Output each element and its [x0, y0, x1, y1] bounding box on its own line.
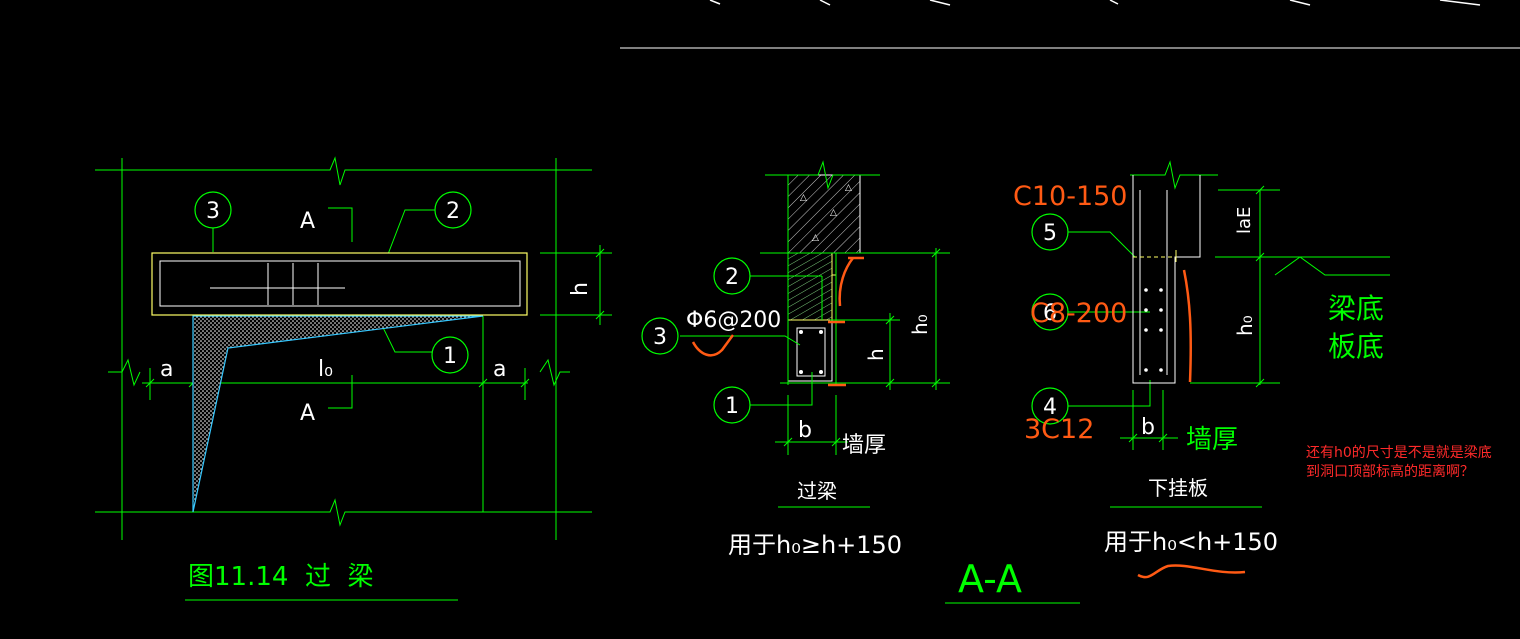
dim-h-label: h [864, 348, 888, 361]
wall-thickness-label: 墙厚 [1186, 425, 1238, 455]
slab-bottom-label: 板底 [1328, 330, 1384, 363]
section-aa-title: A-A [958, 557, 1022, 601]
dim-l0-label: l₀ [318, 357, 333, 382]
callout-circle [194, 191, 232, 229]
callout-5-label: 5 [1043, 221, 1057, 246]
callout-1-label: 1 [725, 394, 739, 419]
stirrup-annotation: Φ6@200 [686, 308, 781, 333]
dim-h0-label: h₀ [908, 314, 932, 335]
callout-6-label: 6 [1043, 301, 1057, 326]
dim-a-right-label: a [493, 357, 506, 382]
figure-2-lintel-section: △ △ △ △ [641, 160, 950, 559]
question-note: 还有h0的尺寸是不是就是梁底 到洞口顶部标高的距离啊？ [1306, 445, 1492, 480]
svg-text:△: △ [812, 233, 819, 243]
dim-lae-label: laE [1234, 207, 1255, 234]
middle-bars-annotation: C8-200 [1030, 298, 1127, 329]
callout-circle [1031, 213, 1069, 251]
bottom-bars-annotation: 3C12 [1024, 414, 1094, 445]
callout-4-label: 4 [1043, 395, 1057, 420]
figure-2-title: 过梁 [797, 479, 837, 503]
svg-text:△: △ [845, 183, 852, 193]
callout-circle [713, 386, 751, 424]
dim-b-label: b [798, 418, 812, 443]
figure-3-hanging-slab-section: 5 6 4 C10-150 C8-200 3C12 laE h₀ b 墙厚 梁底… [945, 160, 1390, 604]
callout-circle [1031, 387, 1069, 425]
wall-thickness-label: 墙厚 [842, 433, 886, 458]
callout-circle [641, 317, 679, 355]
svg-text:△: △ [800, 193, 807, 203]
figure-3-subtitle: 用于h₀<h+150 [1104, 528, 1278, 556]
beam-bottom-label: 梁底 [1328, 292, 1384, 325]
callout-2-label: 2 [446, 199, 460, 224]
callout-circle [1031, 293, 1069, 331]
callout-3-label: 3 [206, 199, 220, 224]
callout-1-label: 1 [443, 344, 457, 369]
question-note-line-1: 还有h0的尺寸是不是就是梁底 [1306, 445, 1492, 461]
callout-3-label: 3 [653, 325, 667, 350]
figure-1-caption: 图11.14 过 梁 [188, 562, 374, 592]
top-bars-annotation: C10-150 [1013, 181, 1128, 212]
dim-a-left-label: a [160, 357, 173, 382]
dim-b-label: b [1141, 415, 1155, 440]
section-mark-bottom: A [300, 401, 315, 426]
question-note-line-2: 到洞口顶部标高的距离啊？ [1306, 463, 1474, 480]
dim-h0-label: h₀ [1233, 315, 1257, 336]
callout-circle [431, 336, 469, 374]
callout-2-label: 2 [725, 265, 739, 290]
svg-text:△: △ [830, 208, 837, 218]
figure-3-title: 下挂板 [1148, 476, 1208, 500]
dim-h-label: h [568, 282, 593, 296]
figure-2-subtitle: 用于h₀≥h+150 [728, 531, 902, 559]
callout-circle [713, 257, 751, 295]
section-mark-top: A [300, 209, 315, 234]
callout-circle [434, 191, 472, 229]
figure-1-lintel-elevation: 3 2 1 A A h a l₀ a 图11.14 过 梁 [95, 156, 612, 601]
top-cropped-header [620, 0, 1520, 49]
